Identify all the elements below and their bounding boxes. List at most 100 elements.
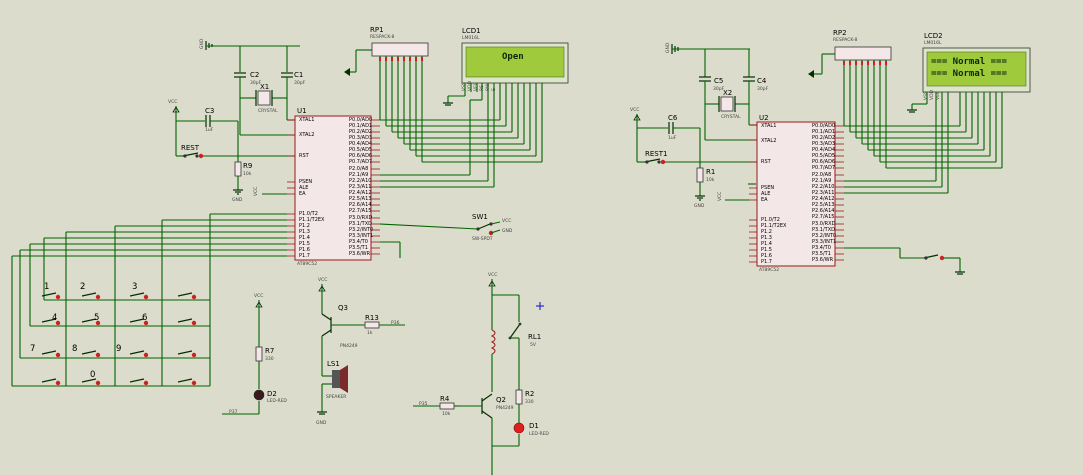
cap-c2[interactable]: C2 30pF [234,71,262,86]
d2-ref: D2 [267,390,277,398]
net-label-text: P36 [391,320,400,326]
q2-ref: Q2 [496,396,506,404]
c4-ref: C4 [757,77,767,85]
led-d2[interactable]: D2 LED-RED [253,389,287,404]
key-button[interactable] [129,378,149,386]
pin-label: P3.4/T0 [349,239,368,245]
key-button[interactable]: 3 [129,282,149,300]
vcc-symbol-reset[interactable]: VCC [630,107,641,121]
pin-label: P2.7/A15 [812,214,834,220]
gnd-symbol[interactable]: GND [199,38,300,50]
lcd-lcd1[interactable]: LCD1 LM016L Open VSS VDD VEE RS RW E [461,27,569,91]
resistor-r4[interactable]: R4 10k [439,395,455,417]
key-button[interactable] [177,292,197,300]
transistor-q2[interactable]: Q2 PN4249 [481,393,514,419]
cap-c4[interactable]: C4 30pF [743,76,769,92]
resistor-r7[interactable]: R7 330 [255,346,274,362]
net-label-text: P37 [229,409,238,415]
key-button[interactable] [177,378,197,386]
resistor-r9[interactable]: R9 10k [234,161,252,177]
cap-c1[interactable]: C1 30pF [281,71,306,86]
pin-label: P1.2 [761,229,772,235]
r4-ref: R4 [440,395,450,403]
r2-value: 330 [525,399,534,405]
switch-sw1[interactable]: SW1 SW-SPDT VCC GND [472,213,513,242]
net-label-text: P35 [419,401,428,407]
key-button[interactable]: 2 [80,282,101,300]
vcc-symbol[interactable]: VCC [318,277,327,292]
pin-label: P1.7 [761,259,772,265]
gnd-label: GND [199,38,205,49]
key-button[interactable]: 8 [72,344,101,358]
vcc-symbol[interactable]: VCC [253,187,287,196]
led-d1[interactable]: D1 LED-RED [513,422,549,437]
key-button[interactable] [41,378,61,386]
pin-label: EA [761,197,768,203]
pin-label: P1.4 [761,241,772,247]
mcu-u2[interactable]: U2 AT89C52 XTAL1 XTAL2 RST PSEN ALE EA P… [756,114,836,273]
rl1-value: 5V [530,342,537,348]
pin-label: P2.1/A9 [349,172,368,178]
resistor-r13[interactable]: R13 1k [364,314,380,336]
resistor-r1[interactable]: R1 10k [696,167,715,183]
vcc-label: VCC [168,99,177,105]
switch-button[interactable] [923,254,945,261]
pin-label: P2.2/A10 [349,178,371,184]
crystal-x2[interactable]: X2 CRYSTAL [718,89,741,120]
lcd-pin-label: VDD [929,89,935,100]
key-button[interactable] [177,318,197,326]
resistor-pack-rp1[interactable]: RP1 RESPACK-8 [370,26,429,57]
pin-label: P1.5 [761,247,772,253]
relay-rl1[interactable]: RL1 5V [490,322,541,355]
net-label-p35[interactable]: P35 [419,401,428,407]
key-button[interactable]: 6 [129,313,149,326]
key-button[interactable]: 4 [41,313,61,326]
pin-label: P2.3/A11 [349,184,371,190]
cap-c3[interactable]: C3 1uF [205,107,214,133]
c3-ref: C3 [205,107,214,115]
vcc-symbol[interactable]: VCC [254,293,263,308]
gnd-symbol[interactable]: GND [665,42,750,54]
key-label: 8 [72,344,77,354]
key-button[interactable]: 0 [81,370,101,386]
r9-value: 10k [243,171,252,177]
gnd-symbol[interactable]: GND [316,411,327,426]
vcc-symbol-reset[interactable]: VCC [168,99,180,113]
key-button[interactable]: 9 [116,344,149,358]
keypad[interactable]: 1 2 3 4 5 6 7 8 9 0 [30,282,197,386]
pin-label: P2.1/A9 [812,178,831,184]
key-button[interactable]: 1 [41,282,61,300]
r7-value: 330 [265,356,274,362]
vcc-symbol[interactable]: VCC [717,192,749,201]
gnd-symbol[interactable]: GND [694,195,705,209]
pin-label: P0.0/AD0 [812,123,835,129]
pin-label: P3.2/INT0 [812,233,836,239]
vcc-symbol[interactable]: VCC [488,272,497,287]
ls1-part: SPEAKER [326,394,346,400]
pin-label: P2.6/A14 [812,208,834,214]
pin-label: P3.3/INT1 [812,239,836,245]
gnd-symbol[interactable]: GND [232,189,243,203]
reset-button[interactable]: REST1 [644,150,667,165]
pin-label: P2.0/A8 [349,166,368,172]
resistor-pack-rp2[interactable]: RP2 RESPACK-8 [833,29,892,61]
resistor-r2[interactable]: R2 330 [515,389,534,405]
reset-button[interactable]: REST [181,144,204,159]
mcu-u1[interactable]: U1 AT89C52 XTAL1 XTAL2 RST PSEN ALE EA P… [294,107,373,267]
speaker-ls1[interactable]: LS1 SPEAKER [326,360,348,400]
key-button[interactable]: 7 [30,344,61,358]
net-label-p36[interactable]: P36 [391,320,400,326]
key-label: 6 [142,313,147,323]
transistor-q3[interactable]: Q3 PN4249 [321,304,358,349]
crystal-x1[interactable]: X1 CRYSTAL [255,83,278,114]
key-button[interactable]: 5 [81,313,101,326]
pin-label: P1.6 [761,253,772,259]
r7-ref: R7 [265,347,274,355]
net-label-p37[interactable]: P37 [229,409,238,415]
cap-c5[interactable]: C5 30pF [699,76,725,92]
key-button[interactable] [177,350,197,358]
pin-label: P0.4/AD4 [349,141,372,147]
ls1-ref: LS1 [327,360,340,368]
lcd-lcd2[interactable]: LCD2 LM016L === Normal === === Normal ==… [922,32,1031,100]
